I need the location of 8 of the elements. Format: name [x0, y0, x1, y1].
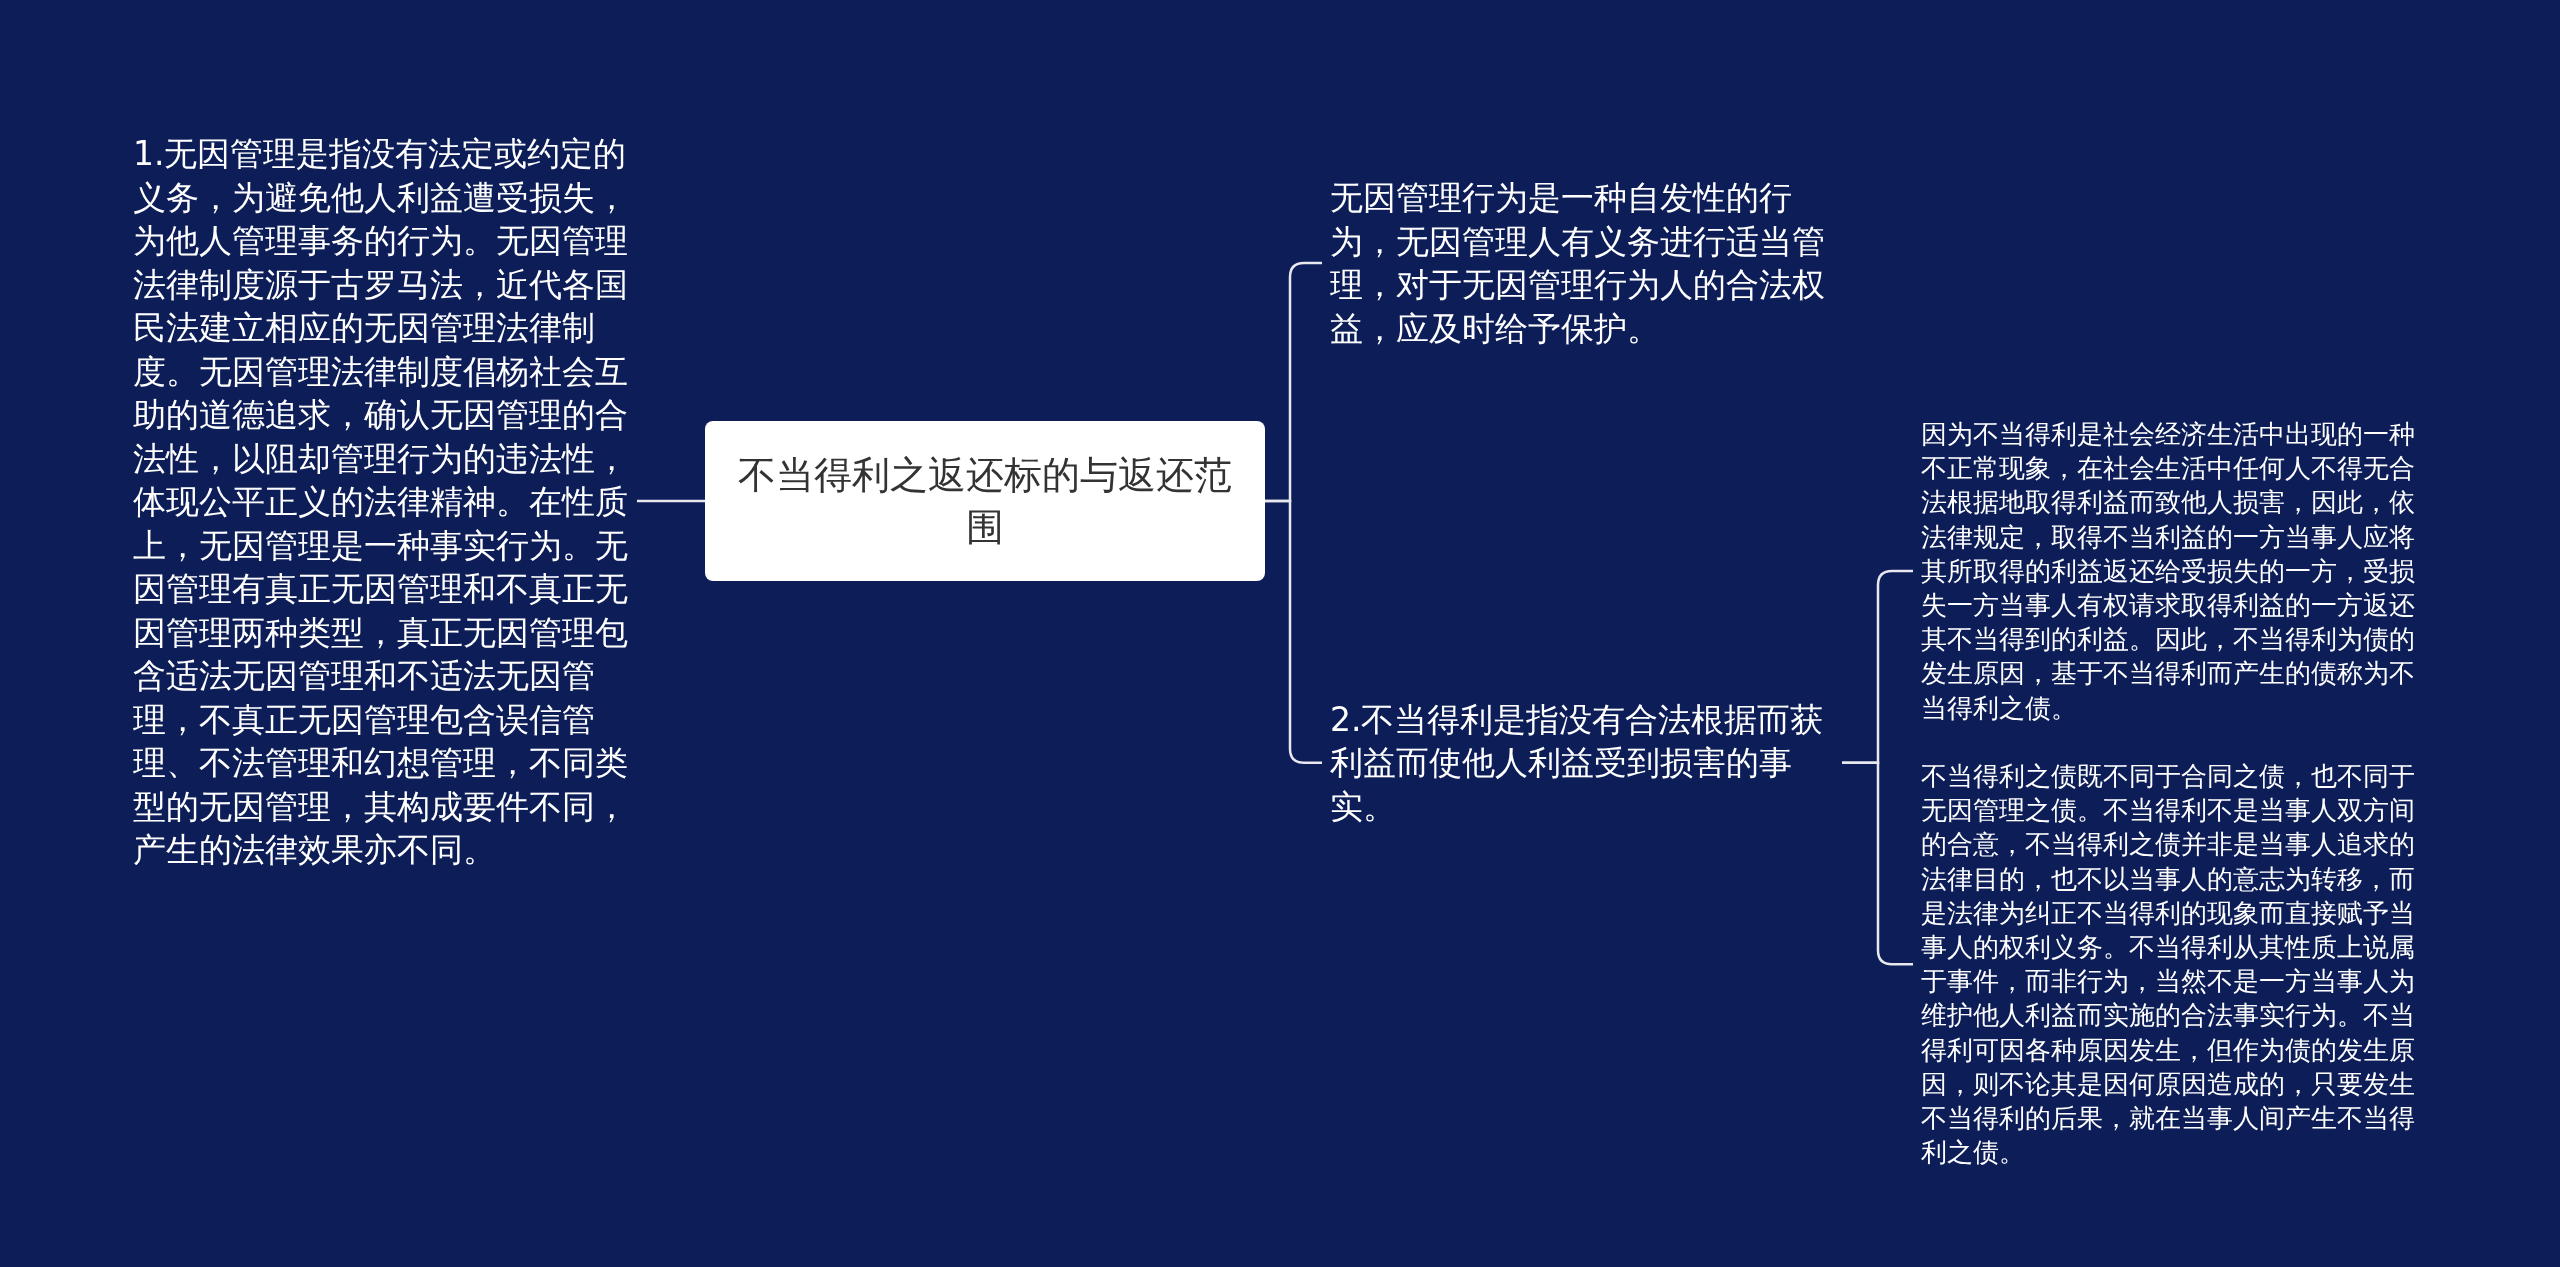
connector-line [1842, 761, 1913, 966]
topic-text: 1.无因管理是指没有法定或约定的义务，为避免他人利益遭受损失，为他人管理事务的行为。无因管理法律制度源于古罗马法，近代各国民法建立相应的无因管理法律制度。无因管理法律制度倡杨社会互助的道德追求，确认无因管理的合法性，以阻却管理行为的违法性，体现公平正义的法律精神。在性质上，无因管理是一种事实行为。无因管理有真正无因管理和不真正无因管理两种类型，真正无因管理包含适法无因管理和不适法无因管理，不真正无因管理包含误信管理、不法管理和幻想管理，不同类型的无因管理，其构成要件不同，产生的法律效果亦不同。 [125, 124, 637, 880]
topic-text: 2.不当得利是指没有合法根据而获利益而使他人利益受到损害的事实。 [1322, 689, 1842, 836]
topic-text: 不当得利之债既不同于合同之债，也不同于无因管理之债。不当得利不是当事人双方间的合意，不当得利之债并非是当事人追求的法律目的，也不以当事人的意志为转移，而是法律为纠正不当得利的现象而直接赋予当事人的权利义务。不当得利从其性质上说属于事件，而非行为，当然不是一方当事人为维护他人利益而实施的合法事实行为。不当得利可因各种原因发生，但作为债的发生原因，则不论其是因何原因造成的，只要发生不当得利的后果，就在当事人间产生不当得利之债。 [1913, 751, 2445, 1178]
topic-text: 无因管理行为是一种自发性的行为，无因管理人有义务进行适当管理，对于无因管理行为人的合法权益，应及时给予保护。 [1322, 168, 1842, 358]
topic-text: 因为不当得利是社会经济生活中出现的一种不正常现象，在社会生活中任何人不得无合法根据地取得利益而致他人损害，因此，依法律规定，取得不当利益的一方当事人应将其所取得的利益返还给受损失的一方，受损失一方当事人有权请求取得利益的一方返还其不当得到的利益。因此，不当得利为债的发生原因，基于不当得利而产生的债称为不当得利之债。 [1913, 409, 2445, 733]
central-topic-box: 不当得利之返还标的与返还范围 [705, 421, 1265, 581]
connector-line [637, 499, 705, 503]
